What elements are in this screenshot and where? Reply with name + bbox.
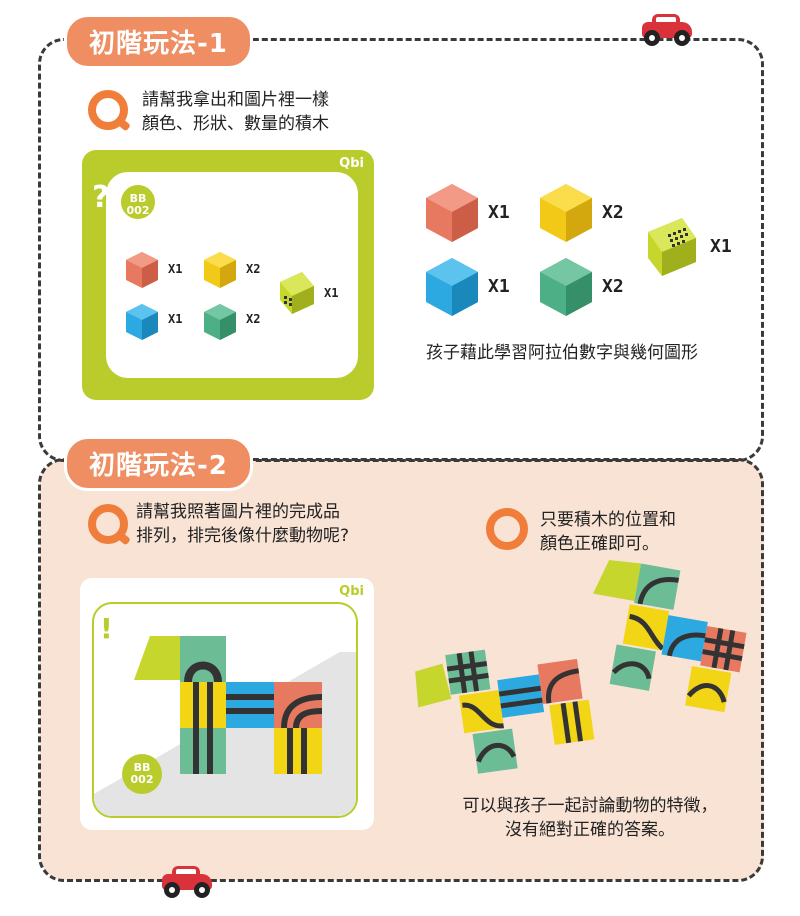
section2-caption: 可以與孩子一起討論動物的特徵， 沒有絕對正確的答案。	[440, 794, 740, 842]
section2-frame	[38, 458, 764, 882]
card-count-blue: X1	[168, 312, 183, 326]
answer-cube-red	[426, 184, 478, 242]
card-cubes	[126, 184, 696, 340]
example-animal-1	[415, 649, 595, 774]
card-cube-green	[204, 304, 236, 340]
section2-question: 請幫我照著圖片裡的完成品 排列，排完後像什麼動物呢?	[136, 500, 349, 548]
card-count-green: X2	[246, 312, 261, 326]
answer-count-red: X1	[488, 202, 510, 223]
card2-tile-yellow-leg	[274, 728, 322, 774]
card-cube-blue	[126, 304, 158, 340]
card2-exclamation: !	[100, 612, 113, 645]
section2-question-line1: 請幫我照著圖片裡的完成品	[136, 502, 340, 522]
section1-question-line2: 顏色、形狀、數量的積木	[142, 114, 329, 134]
card2-inner-border	[92, 602, 358, 818]
section2-caption-line1: 可以與孩子一起討論動物的特徵，	[462, 796, 718, 816]
card-code-top: BB	[129, 192, 147, 205]
section2-caption-line2: 沒有絕對正確的答案。	[505, 820, 675, 840]
answer-o-icon	[486, 508, 528, 550]
question-q-icon-2	[88, 504, 128, 544]
card-count-lime: X1	[324, 286, 339, 300]
answer-count-lime: X1	[710, 236, 732, 257]
card-cube-yellow	[204, 252, 236, 288]
card2-code-top: BB	[133, 761, 151, 774]
car-icon-top	[640, 14, 694, 48]
card2-tile-green-leg	[180, 728, 226, 774]
answer-cube-green	[540, 258, 592, 316]
section2-answer-line2: 顏色正確即可。	[540, 534, 659, 554]
section2-answer-line1: 只要積木的位置和	[540, 510, 676, 530]
card-count-red: X1	[168, 262, 183, 276]
card-cube-lime	[280, 272, 314, 314]
car-icon-bottom	[160, 866, 214, 900]
card-code-badge: BB 002	[118, 182, 158, 222]
section1-tab: 初階玩法-1	[64, 14, 253, 69]
answer-count-blue: X1	[488, 276, 510, 297]
example-animal-2	[593, 559, 747, 713]
answer-cube-lime	[648, 218, 696, 276]
card2-code-badge: BB 002	[122, 754, 162, 794]
section1-question: 請幫我拿出和圖片裡一樣 顏色、形狀、數量的積木	[142, 88, 329, 136]
card-brand: Qbi	[339, 156, 364, 171]
card2-tile-blue	[226, 682, 274, 728]
section2-tab: 初階玩法-2	[64, 436, 253, 491]
section1-caption: 孩子藉此學習阿拉伯數字與幾何圖形	[426, 343, 698, 363]
section1-question-line1: 請幫我拿出和圖片裡一樣	[142, 90, 329, 110]
section2-question-line2: 排列，排完後像什麼動物呢?	[136, 526, 350, 546]
card2-tile-yellow-mid	[180, 682, 226, 728]
section2-answer: 只要積木的位置和 顏色正確即可。	[540, 508, 676, 556]
question-q-icon	[88, 90, 128, 130]
answer-cube-blue	[426, 258, 478, 316]
answer-count-green: X2	[602, 276, 624, 297]
answer-cube-yellow	[540, 184, 592, 242]
card-code-bottom: 002	[126, 204, 150, 217]
card-count-yellow: X2	[246, 262, 261, 276]
answer-count-yellow: X2	[602, 202, 624, 223]
card2-tile-lime-head	[134, 636, 180, 680]
card2-code-bottom: 002	[130, 773, 154, 786]
card-cube-red	[126, 252, 158, 288]
card2-brand: Qbi	[339, 584, 364, 599]
card-question-mark: ?	[92, 180, 110, 215]
